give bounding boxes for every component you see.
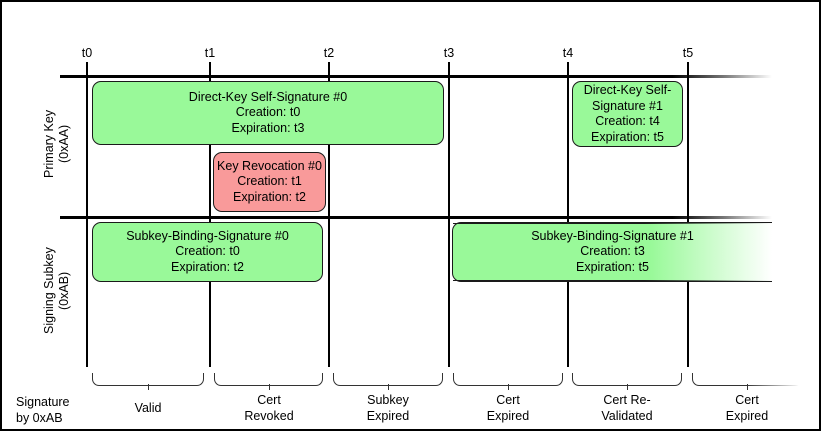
bracket-cert-expired-2 — [692, 373, 802, 390]
bracket-arm-right — [388, 373, 443, 386]
bracket-arm-right — [148, 373, 204, 386]
status-label-subkey-expired: Subkey Expired — [366, 393, 410, 423]
signature-box-direct-key-self-signature-1[interactable]: Direct-Key Self- Signature #1 Creation: … — [572, 81, 683, 147]
tick-line-t5 — [687, 62, 689, 367]
status-label-cert-revoked: Cert Revoked — [244, 393, 294, 423]
bracket-arm-right — [747, 373, 802, 386]
signature-title: Subkey-Binding-Signature #1 — [531, 228, 694, 243]
signature-box-key-revocation-0[interactable]: Key Revocation #0 Creation: t1 Expiratio… — [213, 152, 326, 212]
signature-expiration: Expiration: t2 — [171, 259, 244, 274]
bracket-cert-expired-1 — [453, 373, 563, 390]
bracket-nub — [747, 384, 749, 390]
bracket-arm-left — [692, 373, 747, 386]
tick-label-t0: t0 — [81, 46, 93, 60]
status-label-cert-expired-2: Cert Expired — [725, 393, 769, 423]
tick-line-t1 — [209, 62, 211, 367]
row-label-signing-subkey: Signing Subkey (0xAB) — [42, 247, 71, 335]
bracket-nub — [388, 384, 390, 390]
signature-creation: Creation: t1 — [237, 174, 302, 189]
signature-creation: Creation: t0 — [235, 105, 301, 120]
tick-line-t4 — [567, 62, 569, 367]
tick-label-t2: t2 — [323, 46, 335, 60]
bracket-arm-left — [214, 373, 269, 386]
status-label-valid: Valid — [134, 401, 162, 415]
bracket-nub — [508, 384, 510, 390]
bracket-nub — [148, 384, 150, 390]
bracket-arm-left — [572, 373, 627, 386]
tick-label-t4: t4 — [562, 46, 574, 60]
signature-creation: Creation: t4 — [595, 114, 660, 128]
bracket-cert-revalidated — [572, 373, 682, 390]
bracket-arm-left — [453, 373, 508, 386]
signature-expiration: Expiration: t5 — [576, 259, 649, 274]
tick-label-t1: t1 — [204, 46, 216, 60]
signature-title: Direct-Key Self-Signature #0 — [188, 89, 348, 104]
bracket-nub — [627, 384, 629, 390]
signature-box-direct-key-self-signature-0[interactable]: Direct-Key Self-Signature #0 Creation: t… — [92, 81, 444, 145]
signature-expiration: Expiration: t2 — [233, 189, 306, 204]
row-label-primary-key: Primary Key (0xAA) — [42, 109, 71, 179]
tick-label-t5: t5 — [682, 46, 694, 60]
bracket-arm-right — [508, 373, 563, 386]
signature-title: Direct-Key Self- — [583, 83, 672, 97]
signature-expiration: Expiration: t3 — [231, 120, 305, 135]
signature-expiration: Expiration: t5 — [591, 129, 664, 144]
bracket-arm-right — [268, 373, 323, 386]
signature-title: Key Revocation #0 — [217, 158, 322, 173]
signature-title: Subkey-Binding-Signature #0 — [126, 228, 289, 243]
status-label-cert-expired-1: Cert Expired — [486, 393, 530, 423]
status-row-caption: Signature by 0xAB — [16, 395, 70, 425]
signature-box-subkey-binding-signature-1[interactable]: Subkey-Binding-Signature #1 Creation: t3… — [452, 222, 772, 282]
signature-box-subkey-binding-signature-0[interactable]: Subkey-Binding-Signature #0 Creation: t0… — [92, 222, 323, 282]
lane-separator-middle — [60, 216, 772, 219]
tick-line-t3 — [448, 62, 450, 367]
status-label-cert-revalidated: Cert Re- Validated — [601, 393, 653, 423]
bracket-arm-left — [92, 373, 148, 386]
bracket-nub — [268, 384, 270, 390]
signature-title-line2: Signature #1 — [592, 98, 663, 113]
signature-creation: Creation: t0 — [175, 244, 240, 259]
bracket-valid — [92, 373, 204, 390]
bracket-arm-right — [627, 373, 682, 386]
tick-label-t3: t3 — [443, 46, 455, 60]
bracket-cert-revoked — [214, 373, 323, 390]
lane-separator-top — [60, 75, 772, 78]
tick-line-t2 — [328, 62, 330, 367]
bracket-subkey-expired — [333, 373, 443, 390]
signature-creation: Creation: t3 — [580, 244, 645, 259]
bracket-arm-left — [333, 373, 388, 386]
tick-line-t0 — [86, 62, 88, 367]
